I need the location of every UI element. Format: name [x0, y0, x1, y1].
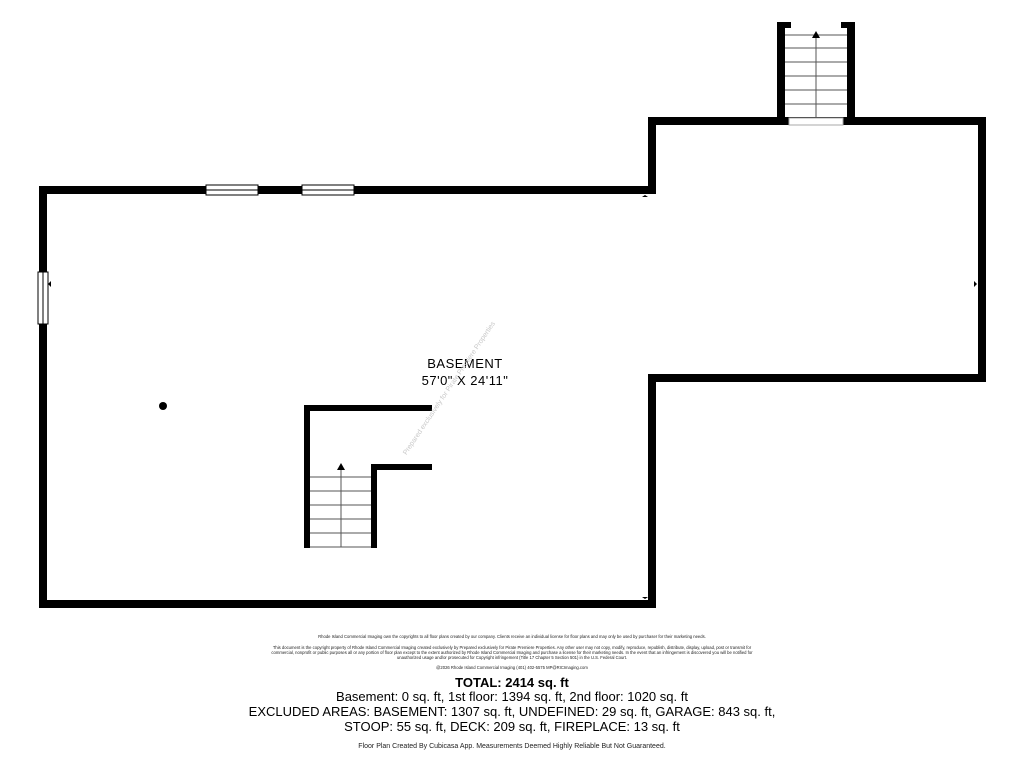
marker-top-icon [642, 195, 648, 197]
area-summary-line-3: STOOP: 55 sq. ft, DECK: 209 sq. ft, FIRE… [344, 719, 680, 734]
copyright-contact: @2026 Rhode Island Commercial Imaging (4… [436, 665, 588, 670]
footer-disclaimer: Floor Plan Created By Cubicasa App. Meas… [358, 743, 666, 750]
support-post-icon [159, 402, 167, 410]
interior-stairwell [304, 405, 432, 548]
marker-left-icon [48, 281, 51, 287]
marker-bottom-icon [642, 597, 648, 599]
window-left [37, 271, 49, 325]
outer-wall [39, 117, 986, 608]
floor-plan [37, 22, 986, 608]
window-top-right [301, 184, 355, 196]
marker-right-icon [974, 281, 977, 287]
copyright-notice: Rhode Island Commercial Imaging own the … [318, 634, 706, 639]
room-name: BASEMENT [427, 356, 503, 371]
stair-arrow-icon [812, 31, 820, 38]
area-summary-line-1: Basement: 0 sq. ft, 1st floor: 1394 sq. … [336, 689, 688, 704]
window-top-left [205, 184, 259, 196]
copyright-legal: This document is the copyright property … [271, 645, 753, 660]
total-area: TOTAL: 2414 sq. ft [455, 675, 569, 690]
exterior-stairs [777, 22, 855, 126]
area-summary-line-2: EXCLUDED AREAS: BASEMENT: 1307 sq. ft, U… [248, 704, 776, 719]
room-dimensions: 57'0" X 24'11" [421, 373, 509, 388]
stair-arrow-icon [337, 463, 345, 470]
